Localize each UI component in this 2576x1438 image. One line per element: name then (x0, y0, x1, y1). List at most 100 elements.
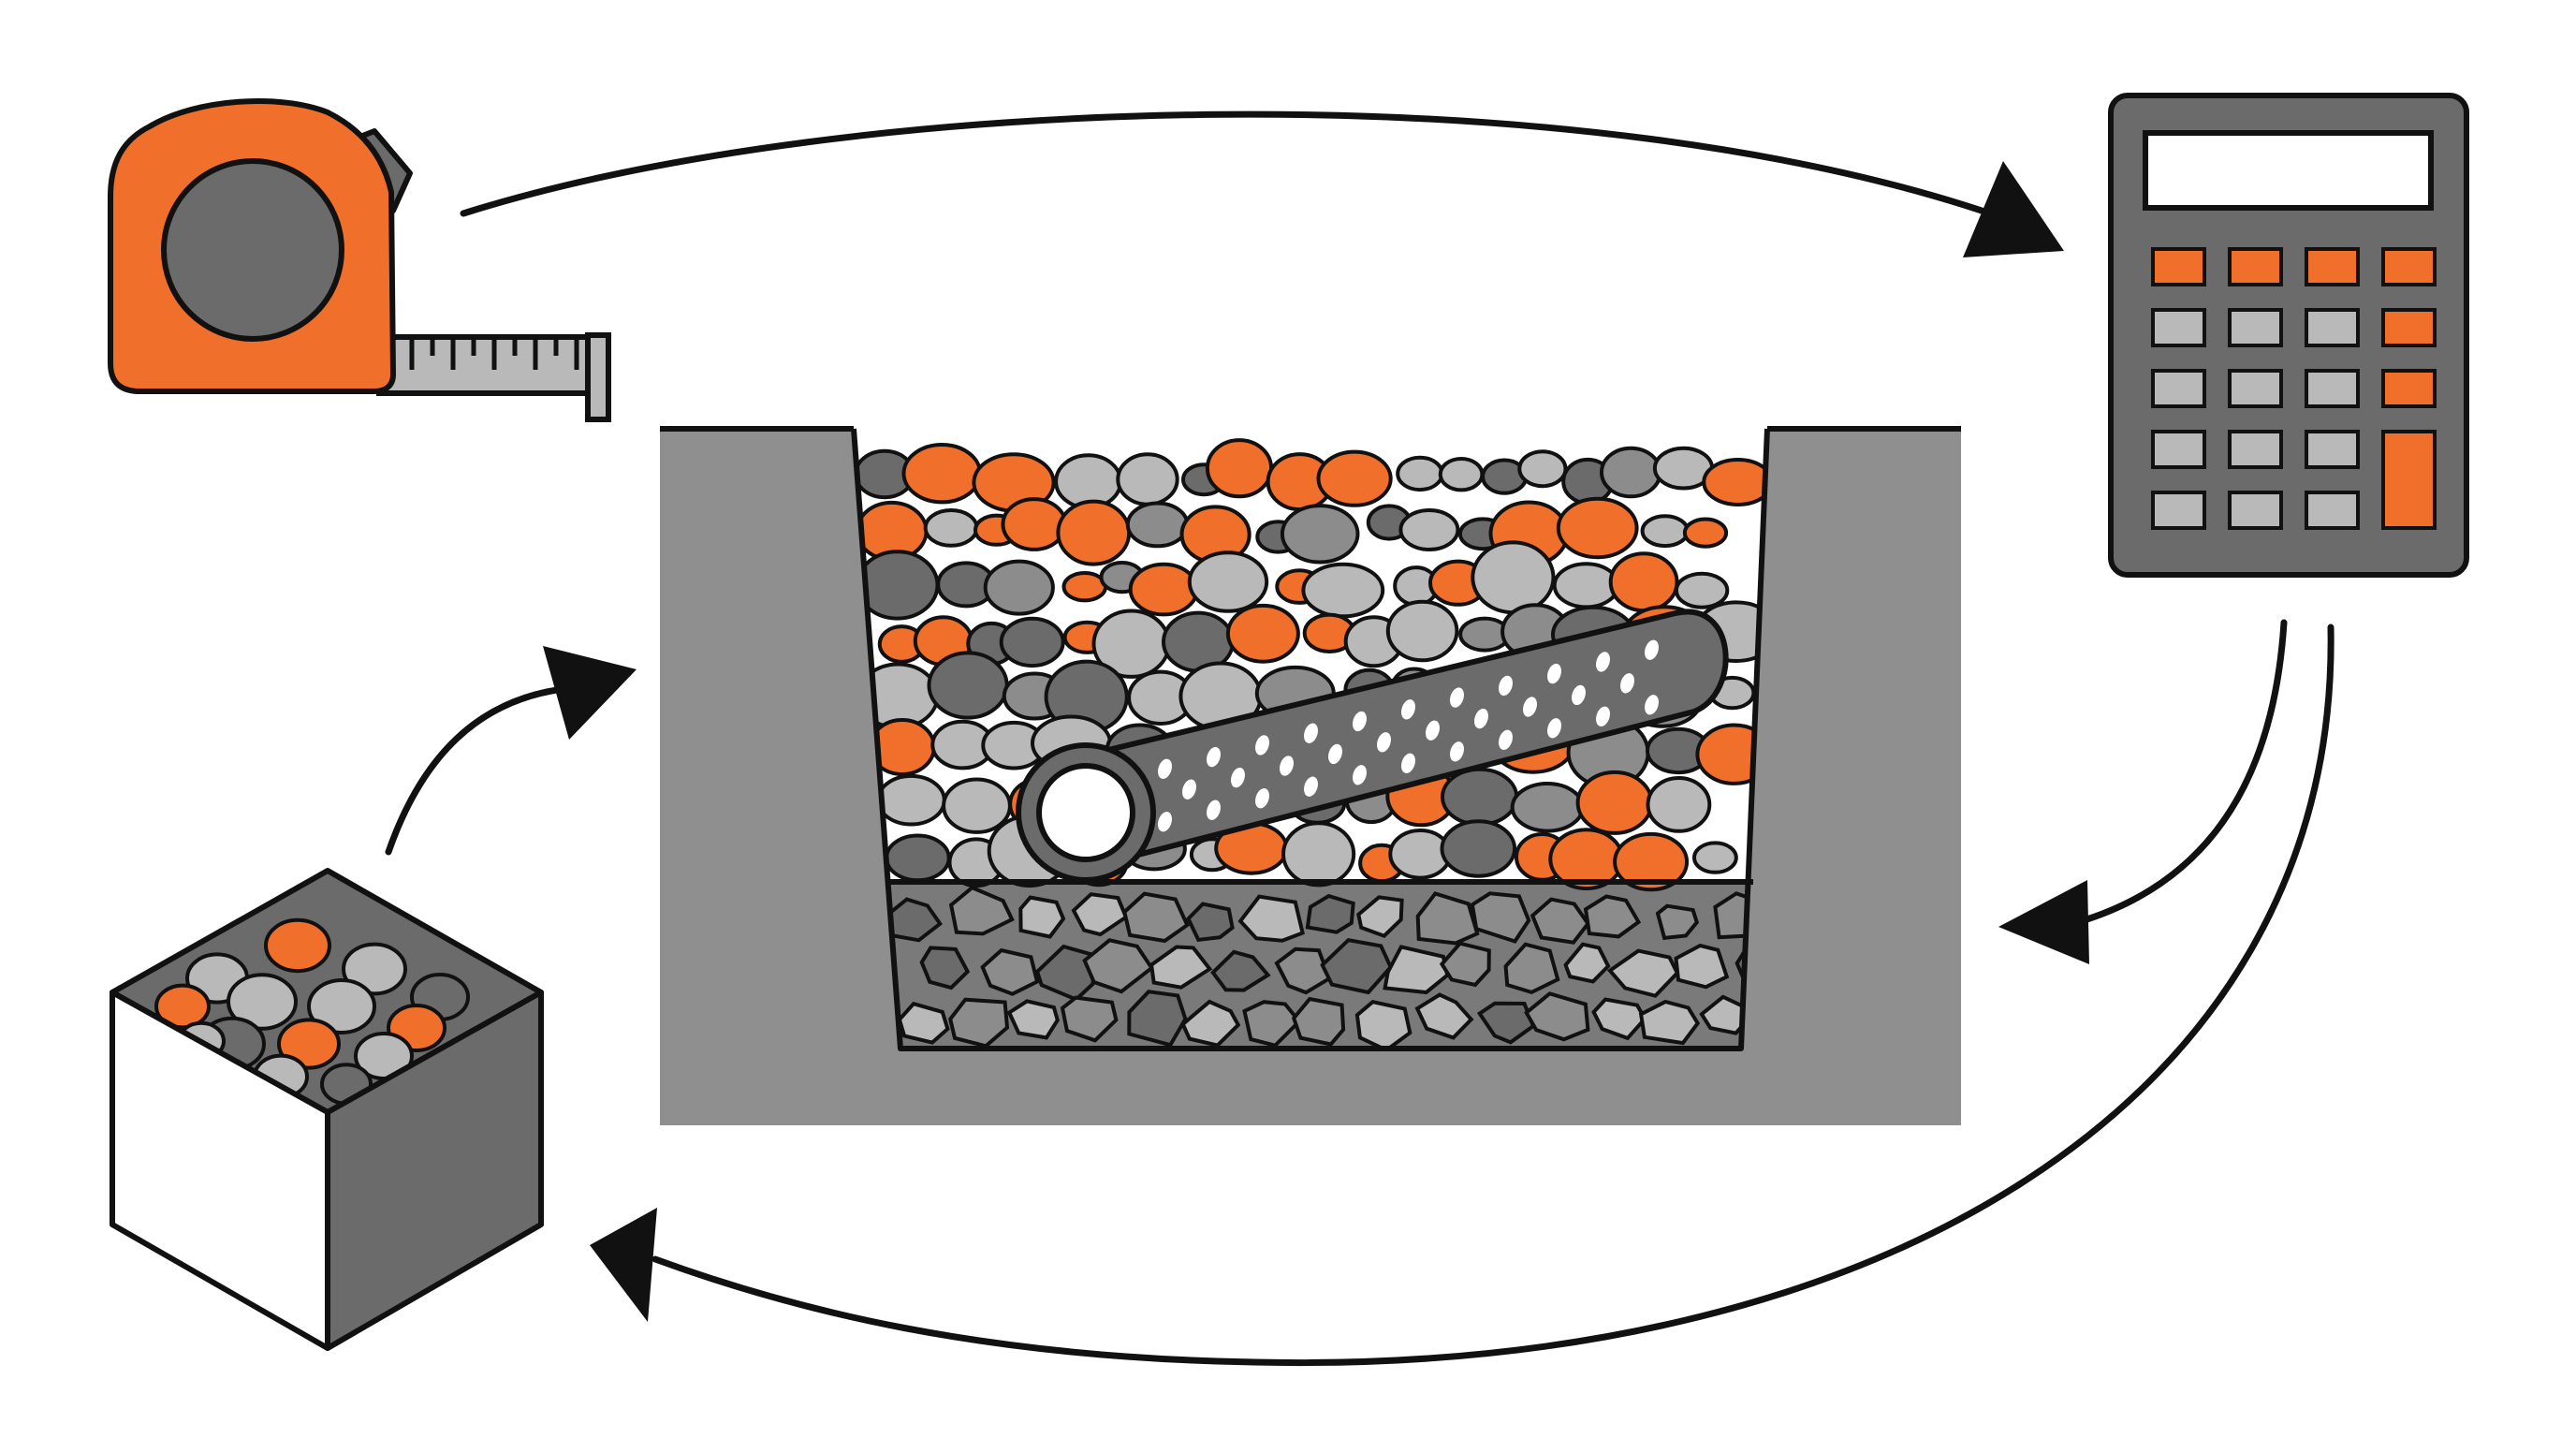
base-stone (1439, 941, 1491, 988)
pipe-hole (1377, 732, 1391, 753)
pipe-hole (1426, 720, 1440, 741)
calc-key (2305, 308, 2360, 347)
arrow-gravel-to-trench (385, 684, 575, 856)
base-stone (1414, 992, 1474, 1040)
drain-rock (885, 833, 951, 883)
base-stone (1530, 897, 1590, 945)
arrowhead-calculator (1963, 161, 2064, 257)
drain-rock (1398, 508, 1460, 551)
drain-rock (1441, 767, 1519, 827)
drain-rock (1510, 782, 1585, 833)
pipe-hole (1304, 723, 1318, 743)
pipe-end-opening (1036, 763, 1135, 862)
calc-key (2305, 491, 2360, 530)
pipe-hole (1474, 708, 1488, 729)
base-stone (1606, 948, 1680, 998)
base-stone (1082, 938, 1155, 994)
drain-rock (1556, 496, 1639, 560)
base-stone (1122, 891, 1190, 944)
calc-key (2305, 430, 2360, 469)
drain-rock (1187, 550, 1269, 613)
pipe-hole (1353, 765, 1367, 785)
base-stone (1186, 902, 1235, 943)
pipe-hole (1207, 746, 1221, 768)
pipe-hole (1304, 776, 1318, 797)
pipe-hole (1620, 673, 1634, 694)
base-stone (1018, 895, 1066, 939)
tape-measure-icon (108, 98, 611, 422)
base-stone (1415, 891, 1480, 946)
drain-rock (1301, 562, 1385, 619)
tape-hook (585, 332, 611, 422)
base-stone (1356, 895, 1404, 939)
arrowhead-gravel (590, 1208, 657, 1322)
gravel-cube-icon (110, 868, 544, 1351)
tape-reel (161, 158, 344, 342)
trench-walls (851, 428, 1770, 1051)
base-stone (1655, 903, 1700, 941)
calc-key (2151, 308, 2206, 347)
drain-rock (1682, 517, 1729, 549)
drain-rock (1692, 841, 1738, 874)
base-stone (919, 946, 971, 990)
arrow-calculator-to-gravel (651, 624, 2334, 1367)
base-stone (1354, 1000, 1412, 1049)
calc-key (2228, 491, 2283, 530)
base-stone (1006, 999, 1060, 1040)
tape-ticks (409, 339, 579, 370)
pipe-hole (1231, 767, 1245, 788)
calc-key (2228, 430, 2283, 469)
pipe-hole (1158, 812, 1172, 832)
drain-rock (1440, 819, 1517, 878)
pipe-hole (1450, 741, 1464, 762)
pipe-hole (1158, 758, 1172, 779)
cube-stone (277, 1018, 341, 1070)
cube-stone (227, 973, 298, 1031)
cube-stone (264, 917, 331, 974)
drain-rock (983, 559, 1055, 616)
calculator-display (2143, 130, 2434, 211)
drain-rock (1316, 449, 1393, 507)
calc-key (2151, 247, 2206, 286)
pipe-hole (1645, 695, 1659, 715)
pipe-hole (1547, 663, 1561, 684)
drain-rock (1674, 571, 1730, 609)
drain-rock (1056, 499, 1132, 566)
drain-rock (1061, 571, 1108, 603)
pipe-hole (1523, 697, 1537, 717)
pipe-hole (1547, 718, 1561, 739)
base-stone (1383, 945, 1450, 995)
base-stone (1591, 997, 1647, 1041)
calculator-keys (2151, 247, 2437, 530)
calc-key-tall (2381, 430, 2437, 530)
arrowheads (543, 161, 2089, 1322)
calc-key (2228, 369, 2283, 408)
perforated-pipe-icon (1016, 609, 1729, 883)
base-stone (1274, 946, 1332, 995)
pipe-hole (1280, 756, 1294, 776)
calc-key (2151, 491, 2206, 530)
arrow-measure-to-calculator (460, 110, 2026, 228)
pipe-hole (1328, 743, 1342, 765)
drain-rock (1125, 501, 1190, 549)
base-stone (1149, 945, 1213, 990)
arrowhead-into-trench (543, 646, 637, 740)
drain-rock (1552, 562, 1620, 609)
calc-key (2305, 369, 2360, 408)
base-stone (1291, 996, 1346, 1047)
pipe-hole (1182, 779, 1196, 800)
base-stone (1071, 892, 1129, 937)
drain-rock (999, 616, 1065, 668)
drain-rock (1575, 770, 1654, 835)
base-stone (1237, 894, 1305, 943)
base-stone (1470, 891, 1531, 944)
drain-rock (1281, 821, 1356, 888)
base-stone (1524, 991, 1590, 1042)
drain-rock (1385, 599, 1459, 663)
pipe-hole (1499, 729, 1513, 750)
base-stone (1320, 937, 1394, 995)
arrow-calculator-to-trench (2074, 619, 2288, 926)
drain-rock (923, 508, 979, 548)
french-drain-trench-cross-section (660, 426, 1961, 1125)
